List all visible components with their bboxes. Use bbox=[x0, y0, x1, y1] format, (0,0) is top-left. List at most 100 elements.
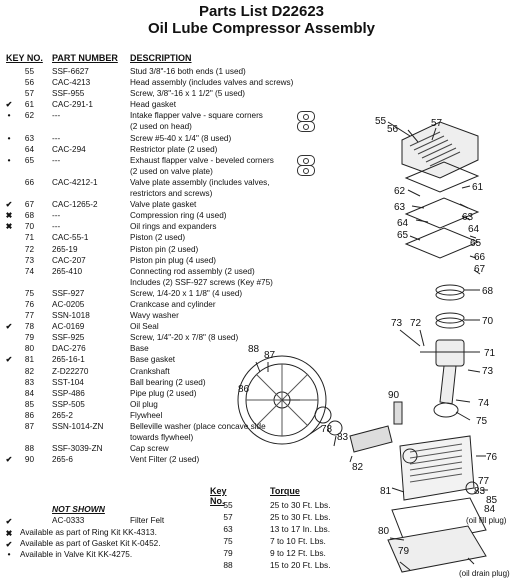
torque-value: 13 to 17 In. Lbs. bbox=[270, 524, 331, 534]
callout-label: 75 bbox=[476, 416, 488, 427]
flywheel-shape bbox=[237, 355, 327, 445]
callout-label: 86 bbox=[238, 384, 250, 395]
callout-label: 77 bbox=[478, 476, 490, 487]
callout-label: 73 bbox=[391, 318, 403, 329]
callout-label: 65 bbox=[470, 238, 482, 249]
key-number: 62 bbox=[24, 111, 34, 121]
key-number: 85 bbox=[24, 399, 34, 409]
callout-label: 68 bbox=[482, 286, 494, 297]
part-description: Exhaust flapper valve - beveled corners bbox=[130, 155, 274, 165]
part-description: Compression ring (4 used) bbox=[130, 211, 227, 221]
kit-mark-icon: ✔ bbox=[5, 517, 13, 526]
callout-label: 71 bbox=[484, 348, 496, 359]
part-description: Head gasket bbox=[130, 100, 176, 110]
parts-row: ✖70---Oil rings and expanders bbox=[0, 221, 360, 232]
key-number: 66 bbox=[24, 177, 34, 187]
callout-label: 83 bbox=[337, 432, 349, 443]
part-description: Base bbox=[130, 344, 149, 354]
key-number: 90 bbox=[24, 455, 34, 465]
key-number: 70 bbox=[24, 222, 34, 232]
part-number: --- bbox=[52, 133, 61, 143]
kit-mark-icon: ✔ bbox=[5, 322, 13, 332]
callout-label: 83 bbox=[474, 486, 486, 497]
key-number: 71 bbox=[24, 233, 34, 243]
callout-label: 78 bbox=[321, 424, 333, 435]
key-number: 87 bbox=[24, 422, 34, 431]
key-number: 86 bbox=[24, 410, 34, 420]
callout-label: 70 bbox=[482, 316, 494, 327]
kit-mark-icon: • bbox=[7, 155, 11, 165]
callout-label: 74 bbox=[478, 398, 490, 409]
parts-row: • 63 --- Screw #5-40 x 1/4" (8 used) bbox=[0, 133, 360, 144]
kit-mark-icon: • bbox=[7, 111, 11, 121]
key-number: 73 bbox=[24, 255, 34, 265]
base-gasket-shape bbox=[391, 497, 487, 547]
part-description: Ball bearing (2 used) bbox=[130, 377, 206, 387]
description-column-header: DESCRIPTION bbox=[130, 53, 192, 63]
part-description: Piston pin plug (4 used) bbox=[130, 255, 217, 265]
callout-label: 85 bbox=[486, 495, 498, 506]
part-number: SSP-505 bbox=[52, 399, 85, 409]
torque-key: 88 bbox=[223, 560, 233, 570]
parts-row: •62---Intake flapper valve - square corn… bbox=[0, 110, 360, 121]
oil-fill-plug-shape bbox=[465, 481, 479, 495]
part-number: --- bbox=[52, 222, 61, 232]
key-number: 67 bbox=[24, 200, 34, 210]
legend-text: Available as part of Gasket Kit K-0452. bbox=[20, 539, 161, 548]
part-description: Screw #5-40 x 1/4" (8 used) bbox=[130, 133, 232, 143]
part-description: Belleville washer (place concave side bbox=[130, 422, 266, 431]
valve-plate-gasket-shape bbox=[404, 227, 480, 259]
callout-label: 55 bbox=[375, 116, 387, 127]
crankcase-shape bbox=[399, 435, 475, 501]
key-number: 63 bbox=[24, 133, 34, 143]
part-number: SSP-486 bbox=[52, 388, 85, 398]
callout-label: 81 bbox=[380, 486, 392, 497]
part-description: Restrictor plate (2 used) bbox=[130, 144, 218, 154]
kit-mark-icon: ✖ bbox=[5, 211, 13, 221]
part-number: SSF-6627 bbox=[52, 67, 89, 76]
part-description: Pipe plug (2 used) bbox=[130, 388, 197, 398]
part-number: 265-19 bbox=[52, 244, 78, 254]
part-description: Piston pin (2 used) bbox=[130, 244, 199, 254]
kit-mark-icon: • bbox=[7, 133, 11, 143]
torque-key: 57 bbox=[223, 512, 233, 522]
callout-label: 72 bbox=[410, 318, 422, 329]
part-number: SST-104 bbox=[52, 377, 84, 387]
part-number: CAC-4213 bbox=[52, 78, 91, 88]
part-number: --- bbox=[52, 155, 61, 165]
callout-label: 84 bbox=[484, 504, 496, 515]
part-number: SSN-1014-ZN bbox=[52, 422, 104, 431]
key-number: 76 bbox=[24, 299, 34, 309]
kit-mark-icon: ✖ bbox=[5, 222, 13, 232]
part-number: DAC-276 bbox=[52, 344, 86, 354]
torque-value-header: Torque bbox=[270, 486, 300, 496]
key-number: 65 bbox=[24, 155, 34, 165]
key-number: 78 bbox=[24, 322, 34, 332]
legend-text: Available as part of Ring Kit KK-4313. bbox=[20, 528, 157, 537]
key-number: 55 bbox=[24, 67, 34, 76]
legend-text: Available in Valve Kit KK-4275. bbox=[20, 550, 133, 559]
part-number: AC-0333 bbox=[52, 516, 85, 525]
part-number: SSF-955 bbox=[52, 89, 85, 99]
part-number: CAC-55-1 bbox=[52, 233, 89, 243]
key-column-header: KEY NO. bbox=[6, 53, 43, 63]
key-number: 64 bbox=[24, 144, 34, 154]
part-description: towards flywheel) bbox=[130, 433, 194, 443]
key-number: 75 bbox=[24, 288, 34, 298]
callout-label: 63 bbox=[462, 212, 474, 223]
torque-key-header: Key No. bbox=[210, 486, 227, 506]
callout-label: 66 bbox=[474, 252, 486, 263]
part-description: Screw, 1/4-20 x 1 1/8" (4 used) bbox=[130, 288, 243, 298]
callout-label: 67 bbox=[474, 264, 486, 275]
crankshaft-shape bbox=[349, 425, 393, 453]
part-description: Intake flapper valve - square corners bbox=[130, 111, 263, 121]
key-number: 74 bbox=[24, 266, 34, 276]
